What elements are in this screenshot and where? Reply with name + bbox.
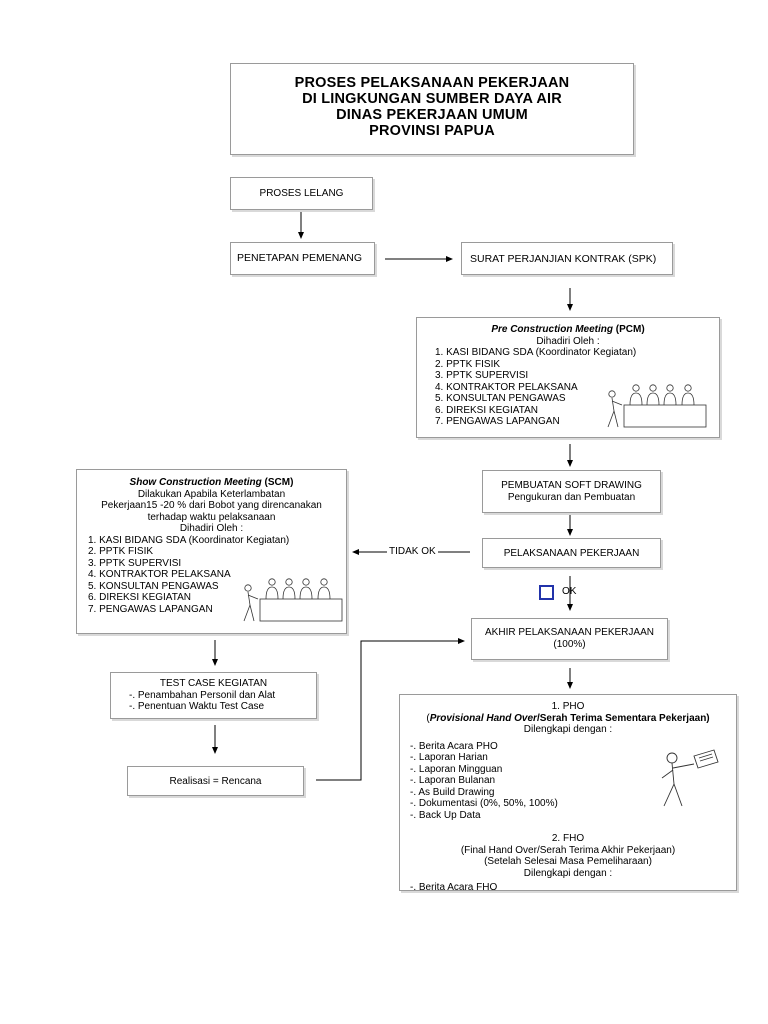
- fho-heading: 2. FHO: [551, 833, 585, 844]
- proses-lelang-label: PROSES LELANG: [259, 188, 344, 199]
- pcm-box: Pre Construction Meeting (PCM) Dihadiri …: [416, 317, 720, 438]
- list-item: -. As Build Drawing: [410, 786, 495, 798]
- list-item: 5. KONSULTAN PENGAWAS: [435, 393, 566, 404]
- list-item: -. Berita Acara PHO: [410, 740, 498, 752]
- list-item: -. Laporan Harian: [410, 752, 488, 763]
- list-item: 2. PPTK FISIK: [88, 546, 154, 557]
- handover-person-icon: [661, 749, 719, 807]
- list-item: 3. PPTK SUPERVISI: [435, 370, 529, 381]
- list-item: 4. KONTRAKTOR PELAKSANA: [435, 381, 578, 393]
- title-box: PROSES PELAKSANAAN PEKERJAAN DI LINGKUNG…: [230, 63, 634, 155]
- akhir-line2: (100%): [553, 638, 586, 650]
- title-line-1: PROSES PELAKSANAAN PEKERJAAN: [294, 75, 570, 91]
- soft-drawing-box: PEMBUATAN SOFT DRAWING Pengukuran dan Pe…: [482, 470, 661, 513]
- meeting-illustration-icon: [243, 578, 343, 622]
- fho-sub-1: (Final Hand Over/Serah Terima Akhir Peke…: [460, 844, 676, 856]
- scm-title-italic: Show Construction Meeting: [129, 477, 262, 488]
- title-line-3: DINAS PEKERJAAN UMUM: [336, 107, 528, 123]
- test-case-box: TEST CASE KEGIATAN -. Penambahan Personi…: [110, 672, 317, 719]
- scm-attended: Dihadiri Oleh :: [179, 523, 244, 534]
- list-item: 2. PPTK FISIK: [435, 358, 501, 370]
- test-case-title: TEST CASE KEGIATAN: [159, 678, 268, 689]
- scm-box: Show Construction Meeting (SCM) Dilakuka…: [76, 469, 347, 634]
- list-item: 3. PPTK SUPERVISI: [88, 557, 182, 569]
- pcm-title-italic: Pre Construction Meeting: [491, 324, 613, 335]
- list-item: 4. KONTRAKTOR PELAKSANA: [88, 569, 231, 580]
- pelaksanaan-box: PELAKSANAAN PEKERJAAN: [482, 538, 661, 568]
- list-item: 1. KASI BIDANG SDA (Koordinator Kegiatan…: [88, 534, 290, 546]
- list-item: -. Penambahan Personil dan Alat: [129, 689, 276, 701]
- akhir-line1: AKHIR PELAKSANAAN PEKERJAAN: [485, 627, 654, 638]
- title-line-2: DI LINGKUNGAN SUMBER DAYA AIR: [302, 91, 562, 107]
- pho-dilengkapi: Dilengkapi dengan :: [523, 724, 613, 735]
- proses-lelang-box: PROSES LELANG: [230, 177, 373, 210]
- akhir-pelaksanaan-box: AKHIR PELAKSANAAN PEKERJAAN (100%): [471, 618, 668, 660]
- list-item: -. Berita Acara FHO: [410, 882, 498, 893]
- spk-label: SURAT PERJANJIAN KONTRAK (SPK): [470, 253, 657, 265]
- pho-sub-open: (: [426, 712, 430, 724]
- list-item: -. Laporan Mingguan: [410, 763, 503, 775]
- pho-sub-italic: Provisional Hand Over: [429, 712, 537, 724]
- pcm-attended: Dihadiri Oleh :: [536, 335, 600, 347]
- pho-fho-box: 1. PHO (Provisional Hand Over/Serah Teri…: [399, 694, 737, 893]
- list-item: -. Penentuan Waktu Test Case: [129, 701, 265, 712]
- list-item: 7. PENGAWAS LAPANGAN: [88, 603, 213, 615]
- scm-desc-1: Dilakukan Apabila Keterlambatan: [137, 488, 286, 500]
- list-item: 5. KONSULTAN PENGAWAS: [88, 580, 219, 592]
- tidak-ok-label: TIDAK OK: [387, 546, 438, 557]
- scm-list: 1. KASI BIDANG SDA (Koordinator Kegiatan…: [88, 535, 346, 616]
- soft-drawing-line2: Pengukuran dan Pembuatan: [507, 491, 636, 503]
- penetapan-pemenang-box: PENETAPAN PEMENANG: [230, 242, 375, 275]
- pcm-list: 1. KASI BIDANG SDA (Koordinator Kegiatan…: [435, 347, 719, 428]
- soft-drawing-line1: PEMBUATAN SOFT DRAWING: [501, 480, 642, 491]
- pho-sub-rest: /Serah Terima Sementara Pekerjaan): [536, 712, 710, 724]
- realisasi-label: Realisasi = Rencana: [169, 776, 262, 787]
- ok-label: OK: [562, 586, 577, 597]
- list-item: -. Laporan Bulanan: [410, 775, 496, 786]
- fho-dilengkapi: Dilengkapi dengan :: [523, 867, 613, 879]
- list-item: -. Dokumentasi (0%, 50%, 100%): [410, 798, 558, 809]
- fho-sub-2: (Setelah Selesai Masa Pemeliharaan): [484, 856, 652, 867]
- penetapan-pemenang-label: PENETAPAN PEMENANG: [237, 252, 363, 264]
- realisasi-box: Realisasi = Rencana: [127, 766, 304, 796]
- title-line-4: PROVINSI PAPUA: [369, 123, 495, 139]
- list-item: 7. PENGAWAS LAPANGAN: [435, 416, 560, 427]
- list-item: 6. DIREKSI KEGIATAN: [435, 404, 538, 416]
- pcm-title-suffix: (PCM): [613, 324, 645, 335]
- pelaksanaan-label: PELAKSANAAN PEKERJAAN: [503, 548, 640, 559]
- scm-desc-3: terhadap waktu pelaksanaan: [147, 511, 276, 523]
- ok-checkbox-icon: [539, 585, 554, 600]
- spk-box: SURAT PERJANJIAN KONTRAK (SPK): [461, 242, 673, 275]
- list-item: -. Back Up Data: [410, 809, 481, 821]
- scm-title-suffix: (SCM): [261, 477, 294, 488]
- meeting-illustration-icon: [607, 384, 707, 428]
- list-item: 6. DIREKSI KEGIATAN: [88, 592, 191, 603]
- scm-desc-2: Pekerjaan15 -20 % dari Bobot yang direnc…: [101, 500, 322, 511]
- list-item: 1. KASI BIDANG SDA (Koordinator Kegiatan…: [435, 347, 637, 358]
- pho-heading: 1. PHO: [551, 701, 585, 712]
- arrow-realisasi-to-akhir: [316, 638, 465, 781]
